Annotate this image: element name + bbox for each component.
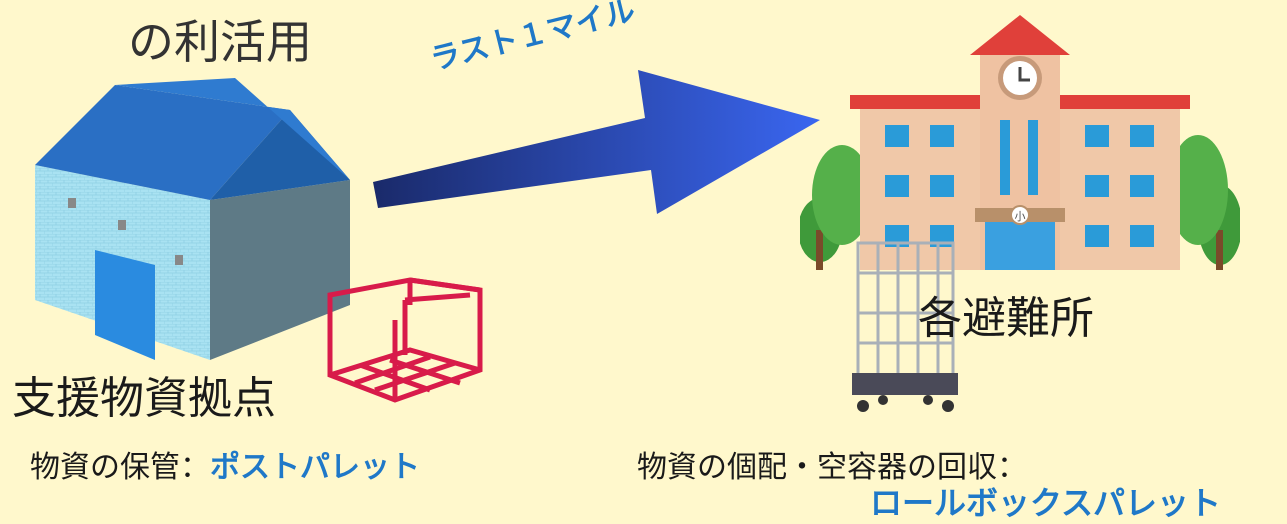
delivery-caption: 物資の個配・空容器の回収： [637, 450, 1027, 485]
shelter-label: 各避難所 [918, 293, 1094, 344]
school-icon: 小 [800, 15, 1240, 270]
post-pallet-icon [327, 277, 483, 403]
warehouse-icon [35, 78, 350, 360]
storage-highlight: ポストパレット [210, 450, 420, 485]
storage-prefix: 物資の保管： [30, 450, 210, 485]
roll-box-pallet-icon [852, 241, 958, 412]
hub-label: 支援物資拠点 [12, 373, 276, 424]
storage-caption: 物資の保管：ポストパレット [30, 442, 420, 486]
school-sign: 小 [1015, 210, 1026, 223]
page-title: の利活用 [128, 15, 312, 69]
delivery-highlight: ロールボックスパレット [870, 484, 1222, 522]
